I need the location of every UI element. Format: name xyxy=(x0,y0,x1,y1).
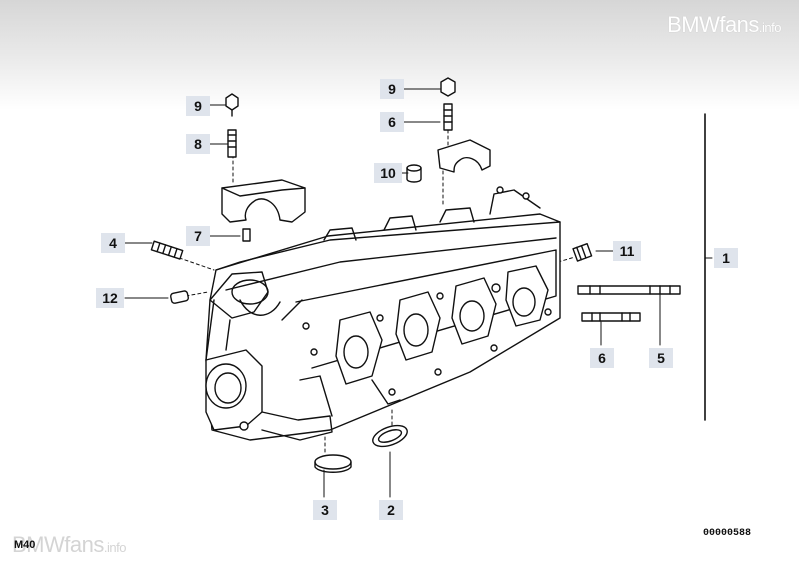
seal-ring-3 xyxy=(314,454,352,473)
plug-11 xyxy=(572,242,593,262)
watermark-bottom: BMWfans.info xyxy=(12,532,126,558)
bolt-left xyxy=(225,93,239,158)
callout-5: 5 xyxy=(649,348,673,368)
callout-9-left: 9 xyxy=(186,96,210,116)
watermark-bottom-brand: BMWfans xyxy=(12,532,104,557)
callout-9-top: 9 xyxy=(380,79,404,99)
watermark-brand: BMWfans xyxy=(667,12,759,37)
callout-8: 8 xyxy=(186,134,210,154)
callout-1: 1 xyxy=(714,248,738,268)
bearing-cap-left xyxy=(221,179,306,223)
dowel xyxy=(242,228,251,242)
callout-12: 12 xyxy=(96,288,124,308)
model-code: M40 xyxy=(14,539,36,551)
stud-6 xyxy=(581,312,641,322)
callout-2: 2 xyxy=(379,500,403,520)
intake-ports xyxy=(335,265,549,385)
bearing-cap-top xyxy=(437,139,491,173)
stud-4 xyxy=(150,240,184,260)
callout-7: 7 xyxy=(186,226,210,246)
callout-4: 4 xyxy=(101,233,125,253)
watermark-top: BMWfans.info xyxy=(667,12,781,38)
watermark-bottom-suffix: .info xyxy=(103,540,127,555)
seal-ring-2 xyxy=(372,424,408,448)
flange-bolt-holes xyxy=(302,283,552,396)
watermark-suffix: .info xyxy=(758,20,782,35)
leader-lines xyxy=(124,88,713,498)
dowel-12 xyxy=(170,290,190,304)
stud-5 xyxy=(577,285,681,295)
callout-6-right: 6 xyxy=(590,348,614,368)
plug-10 xyxy=(406,164,422,183)
cylinder-head-body xyxy=(205,186,561,441)
callout-3: 3 xyxy=(313,500,337,520)
callout-6-top: 6 xyxy=(380,112,404,132)
callout-11: 11 xyxy=(613,241,641,261)
document-number: 00000588 xyxy=(703,528,752,539)
callout-10: 10 xyxy=(374,163,402,183)
bolt-top xyxy=(440,77,456,131)
